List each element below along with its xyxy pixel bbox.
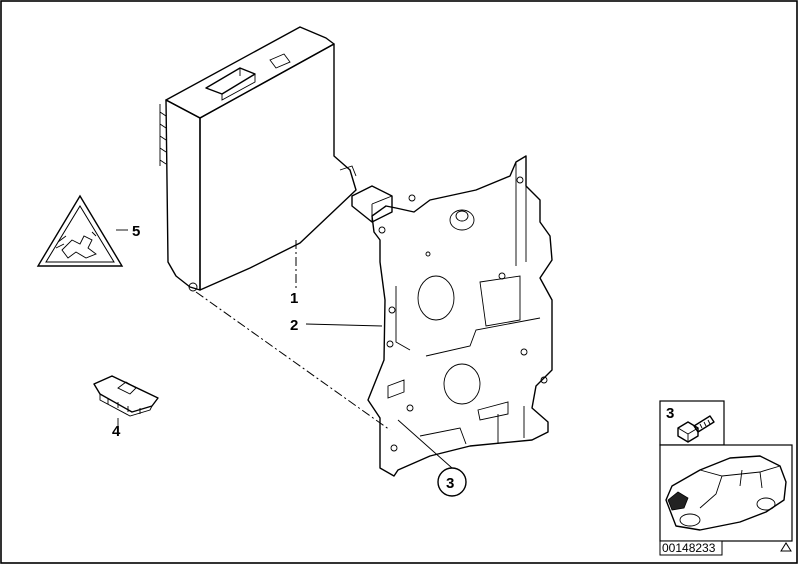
clip-part-4[interactable]: [93, 375, 159, 417]
part-number-box: 00148233: [659, 540, 723, 556]
callout-4: 4: [112, 423, 121, 440]
car-silhouette-icon: [665, 455, 787, 531]
inset-callout-3: 3: [666, 405, 674, 422]
part-number: 00148233: [662, 541, 716, 555]
inset-car-panel[interactable]: [659, 444, 793, 542]
leader-diagonal: [195, 291, 391, 431]
inset-screw-panel[interactable]: 3: [659, 400, 725, 446]
warning-label-part-5[interactable]: [36, 194, 124, 267]
svg-text:3: 3: [446, 475, 454, 492]
control-unit-part-1[interactable]: [159, 26, 357, 292]
leader-3: [397, 419, 453, 469]
screw-icon: [677, 415, 715, 443]
triangle-warning-icon: [36, 194, 124, 267]
callout-3-circled: 3: [437, 467, 467, 497]
triangle-small-icon: [780, 542, 792, 552]
callout-2: 2: [290, 317, 298, 334]
callout-1: 1: [290, 290, 298, 307]
callout-5: 5: [132, 223, 140, 240]
bracket-part-2[interactable]: [351, 155, 553, 477]
leader-2: [305, 323, 383, 327]
